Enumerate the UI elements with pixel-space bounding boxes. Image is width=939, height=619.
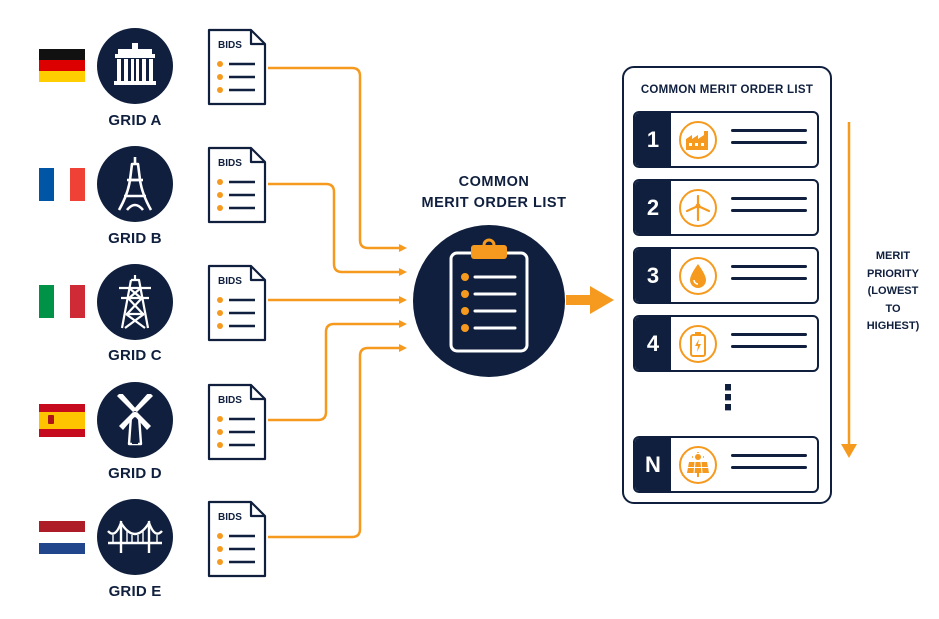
bids-title: BIDS: [218, 40, 242, 51]
oil-drop-icon-badge: [679, 257, 717, 295]
merit-priority-arrow: [841, 122, 857, 458]
oil-drop-icon: [690, 264, 706, 288]
germany-flag: [39, 49, 85, 82]
center-title-line-2: MERIT ORDER LIST: [421, 195, 567, 211]
ellipsis: ⋮: [711, 379, 745, 417]
solar-panel-icon: [687, 452, 709, 477]
bids-document-d: BIDS: [207, 383, 267, 461]
factory-icon: [686, 131, 708, 150]
entry-placeholder-lines: [731, 333, 807, 357]
bids-title: BIDS: [218, 512, 242, 523]
connector-grid-b: [268, 182, 407, 276]
brandenburg-gate-icon: [114, 43, 156, 85]
entry-placeholder-lines: [731, 197, 807, 221]
rank-number: 3: [635, 249, 671, 302]
merit-priority-label: MERIT PRIORITY (LOWEST TO HIGHEST): [852, 248, 934, 336]
rank-number: 1: [635, 113, 671, 166]
battery-icon: [690, 332, 706, 357]
rank-number: 4: [635, 317, 671, 370]
grid-a-node: [97, 28, 173, 104]
rank-number: 2: [635, 181, 671, 234]
panel-title: COMMON MERIT ORDER LIST: [640, 84, 814, 96]
eiffel-tower-icon: [117, 157, 153, 211]
priority-line-5: HIGHEST): [866, 320, 920, 332]
document-icon: [207, 146, 267, 224]
priority-line-3: (LOWEST: [867, 285, 919, 297]
center-title: COMMON MERIT ORDER LIST: [408, 172, 580, 214]
bids-title: BIDS: [218, 276, 242, 287]
priority-line-2: PRIORITY: [867, 267, 919, 280]
grid-c-label: GRID C: [108, 347, 162, 364]
bids-document-a: BIDS: [207, 28, 267, 106]
italy-flag: [39, 285, 85, 318]
solar-panel-icon-badge: [679, 446, 717, 484]
grid-c-node: [97, 264, 173, 340]
bridge-icon: [107, 520, 163, 553]
grid-e-node: [97, 499, 173, 575]
grid-b-node: [97, 146, 173, 222]
clipboard-icon: [449, 238, 529, 353]
wind-turbine-icon: [685, 195, 711, 221]
grid-b-label: GRID B: [108, 230, 162, 247]
bids-title: BIDS: [218, 158, 242, 169]
entry-placeholder-lines: [731, 265, 807, 289]
power-pylon-icon: [119, 275, 151, 329]
netherlands-flag: [39, 521, 85, 554]
bids-document-e: BIDS: [207, 500, 267, 578]
rank-row-1: 1: [633, 111, 819, 168]
bids-document-b: BIDS: [207, 146, 267, 224]
bids-title: BIDS: [218, 395, 242, 406]
connector-grid-a: [268, 66, 407, 252]
entry-placeholder-lines: [731, 454, 807, 478]
rank-number: N: [635, 438, 671, 491]
grid-e-label: GRID E: [108, 583, 162, 600]
wind-turbine-icon-badge: [679, 189, 717, 227]
document-icon: [207, 264, 267, 342]
grid-a-label: GRID A: [108, 112, 162, 129]
spain-flag: [39, 404, 85, 437]
factory-icon-badge: [679, 121, 717, 159]
entry-placeholder-lines: [731, 129, 807, 153]
france-flag: [39, 168, 85, 201]
document-icon: [207, 500, 267, 578]
battery-icon-badge: [679, 325, 717, 363]
priority-line-1: MERIT: [875, 250, 911, 262]
rank-row-n: N: [633, 436, 819, 493]
rank-row-2: 2: [633, 179, 819, 236]
bids-document-c: BIDS: [207, 264, 267, 342]
connector-grid-d: [268, 320, 407, 422]
rank-row-3: 3: [633, 247, 819, 304]
grid-d-node: [97, 382, 173, 458]
document-icon: [207, 28, 267, 106]
priority-line-4: TO: [885, 302, 901, 315]
output-arrow: [566, 286, 614, 314]
windmill-icon: [117, 394, 153, 446]
rank-row-4: 4: [633, 315, 819, 372]
center-title-line-1: COMMON: [458, 174, 530, 190]
connector-grid-e: [268, 344, 407, 539]
merit-order-hub: [413, 225, 565, 377]
document-icon: [207, 383, 267, 461]
grid-d-label: GRID D: [108, 465, 162, 482]
